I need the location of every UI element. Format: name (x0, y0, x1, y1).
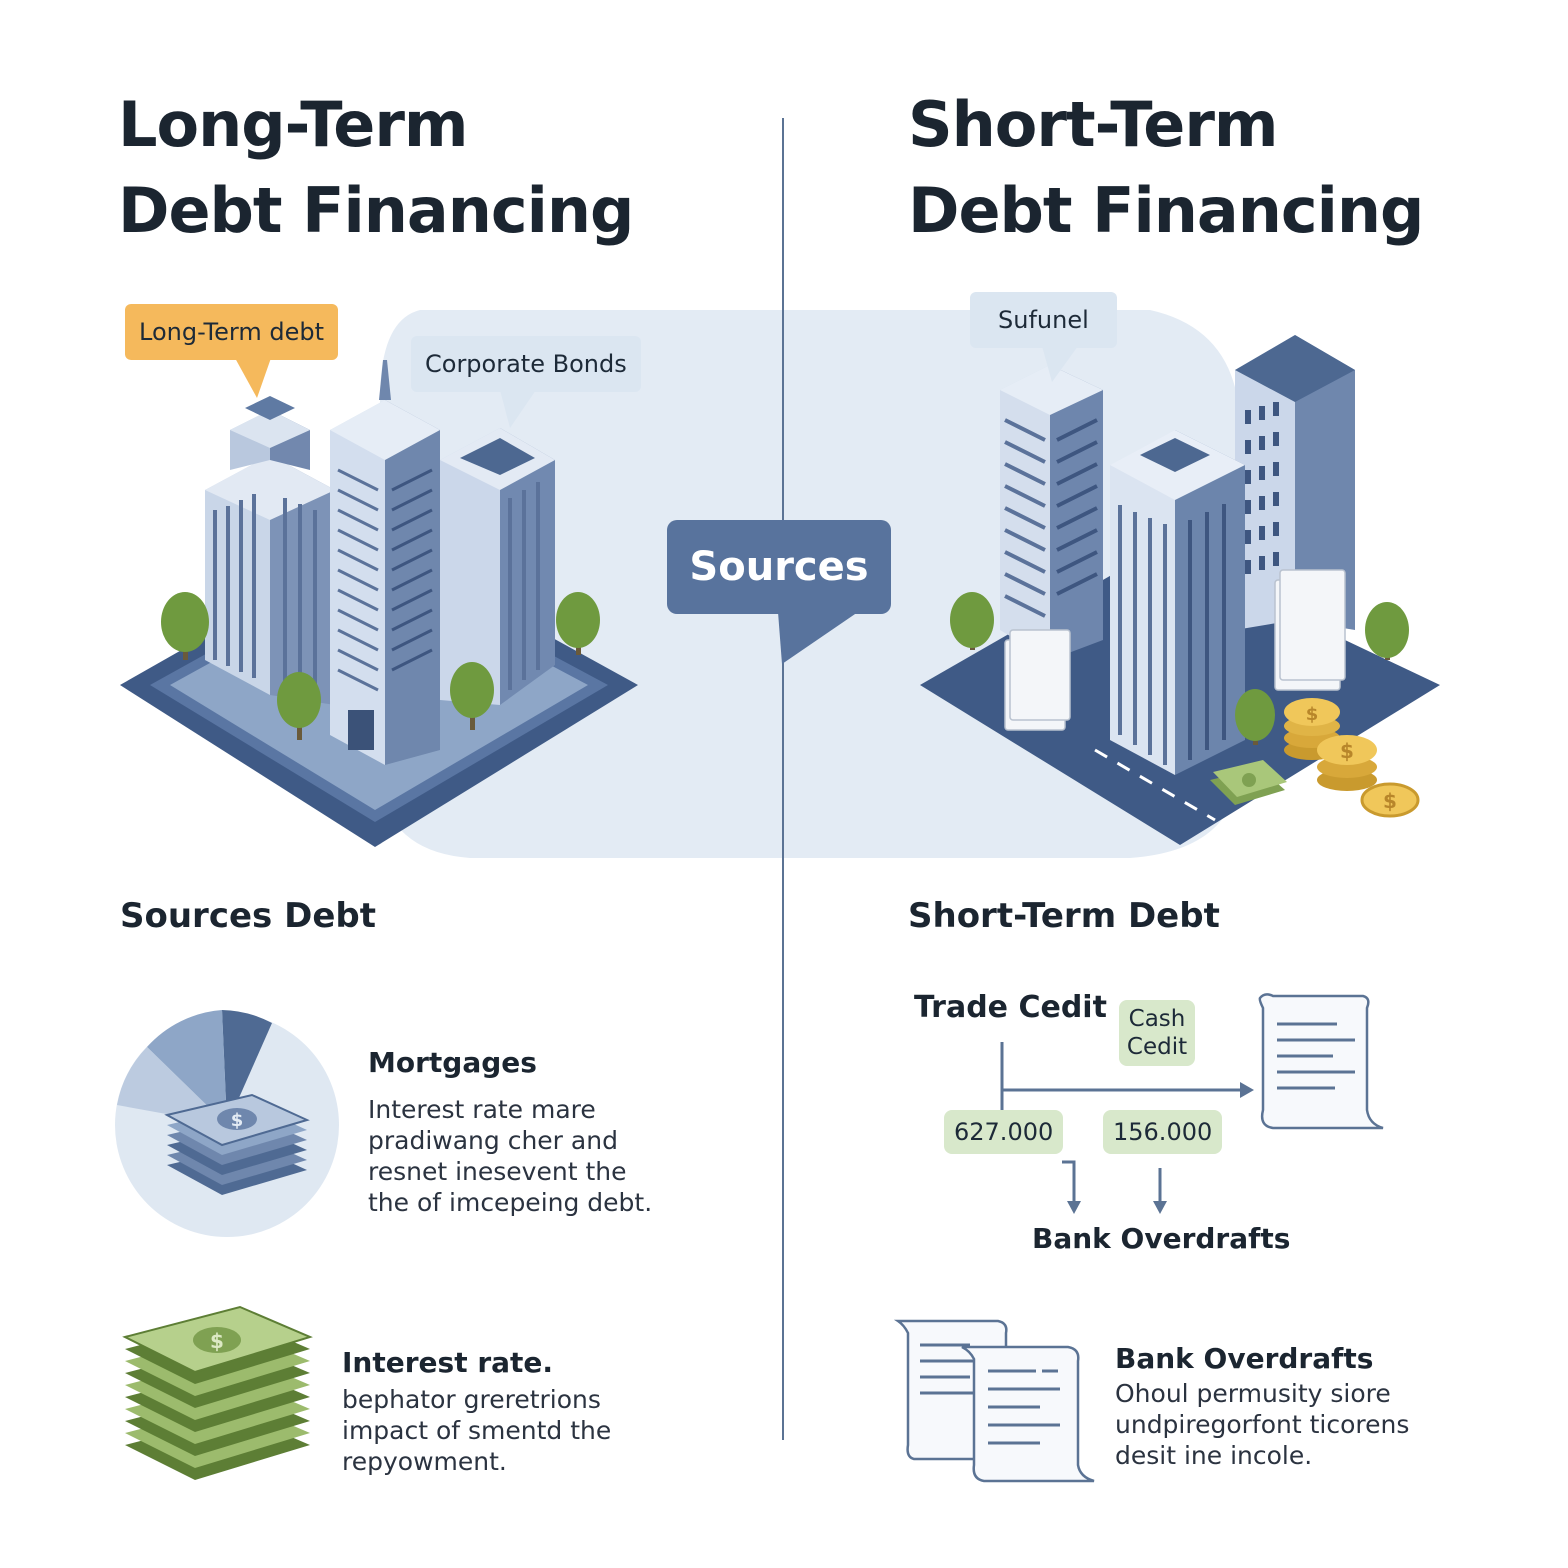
left-title-line1: Long-Term (118, 88, 469, 161)
value-badge-156000: 156.000 (1103, 1110, 1223, 1154)
callout-corporate-bonds: Corporate Bonds (411, 336, 641, 392)
tree-icon (450, 662, 494, 730)
center-divider (782, 118, 784, 1440)
flow-arrows (1000, 1042, 1254, 1214)
document-icon (1004, 569, 1346, 731)
cash-credit-line2: Cedit (1126, 1034, 1188, 1060)
trade-credit-label: Trade Cedit (914, 990, 1107, 1025)
building-icon (440, 428, 555, 705)
svg-text:$: $ (1340, 739, 1354, 763)
sources-label: Sources (667, 520, 891, 614)
document-icon (1258, 993, 1384, 1130)
short-term-buildings-illustration: $ $ $ (920, 335, 1440, 845)
cash-stack-icon (1210, 760, 1287, 805)
callout-sufunel: Sufunel (970, 292, 1117, 348)
svg-text:$: $ (231, 1110, 244, 1131)
building-icon (1000, 365, 1103, 660)
pie-chart-icon: $ (115, 1010, 339, 1237)
cash-credit-badge: Cash Cedit (1119, 1000, 1195, 1066)
tree-icon (1365, 602, 1409, 660)
svg-text:$: $ (1306, 704, 1319, 725)
callout-pointer (500, 390, 536, 428)
left-title-line2: Debt Financing (118, 174, 634, 247)
building-icon (205, 396, 335, 705)
svg-text:$: $ (210, 1329, 224, 1353)
tree-icon (161, 592, 209, 660)
flow-bank-overdrafts-label: Bank Overdrafts (1032, 1222, 1291, 1255)
interest-rate-text: bephator greretrions impact of smentd th… (342, 1385, 612, 1476)
bank-overdrafts-heading: Bank Overdrafts (1115, 1342, 1374, 1375)
sources-debt-heading: Sources Debt (120, 896, 376, 936)
building-icon (1110, 430, 1245, 775)
short-term-debt-heading: Short-Term Debt (908, 896, 1220, 936)
tree-icon (277, 672, 321, 740)
value-badge-627000: 627.000 (944, 1110, 1064, 1154)
right-title-line1: Short-Term (908, 88, 1279, 161)
cash-stack-icon: $ (122, 1305, 313, 1480)
sources-pointer (778, 612, 858, 664)
arrow-icon (1153, 1201, 1167, 1214)
document-icon (893, 1319, 1095, 1483)
callout-pointer (1042, 346, 1078, 382)
cash-stack-icon: $ (164, 1093, 310, 1195)
tree-icon (556, 592, 600, 655)
callout-pointer (235, 358, 271, 398)
mortgages-heading: Mortgages (368, 1046, 537, 1079)
long-term-buildings-illustration (120, 360, 638, 847)
svg-text:$: $ (1383, 789, 1397, 813)
right-title: Short-Term Debt Financing (908, 82, 1424, 254)
left-title: Long-Term Debt Financing (118, 82, 634, 254)
coin-icon: $ $ $ (1284, 698, 1420, 818)
building-icon (1235, 335, 1355, 630)
right-title-line2: Debt Financing (908, 174, 1424, 247)
interest-rate-heading: Interest rate. (342, 1346, 554, 1379)
arrow-icon (1067, 1201, 1081, 1214)
tree-icon (950, 592, 994, 650)
cash-credit-line1: Cash (1128, 1006, 1186, 1032)
tree-icon (1235, 689, 1275, 745)
mortgages-text: Interest rate mare pradiwang cher and re… (368, 1095, 653, 1217)
arrow-icon (1240, 1082, 1254, 1098)
bank-overdrafts-text: Ohoul permusity siore undpiregorfont tic… (1115, 1379, 1410, 1470)
callout-long-term-debt: Long-Term debt (125, 304, 338, 360)
building-icon (330, 360, 440, 765)
